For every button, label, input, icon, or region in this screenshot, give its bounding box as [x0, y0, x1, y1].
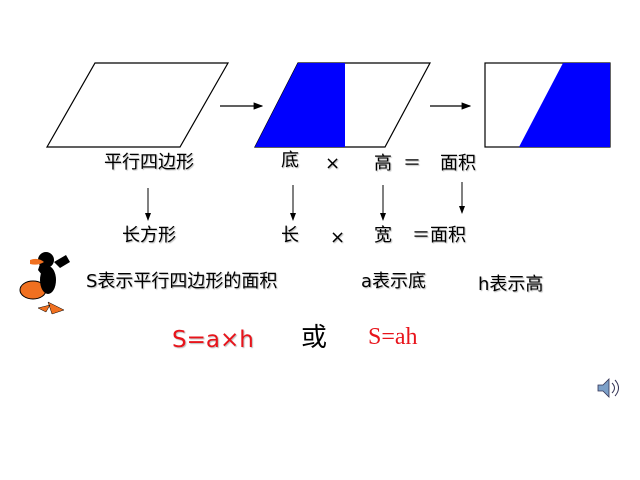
- equals-area-label: ＝面积: [412, 225, 466, 246]
- parallelogram: [45, 62, 230, 148]
- times-sign-2: ×: [330, 227, 346, 248]
- parallelogram-cut-triangle: [255, 63, 345, 147]
- times-sign: ×: [325, 153, 341, 174]
- parallelogram-label: 平行四边形: [104, 152, 194, 173]
- legend-s: S表示平行四边形的面积: [86, 271, 278, 292]
- cartoon-duck-icon: [19, 252, 70, 315]
- rectangle-label: 长方形: [122, 225, 176, 246]
- equals-sign: ＝: [403, 153, 421, 174]
- speaker-icon[interactable]: [597, 378, 619, 398]
- formula-long: S=a×h: [172, 327, 254, 353]
- rectangle-moved-triangle: [519, 63, 610, 147]
- base-label: 底: [281, 150, 299, 171]
- height-label: 高: [374, 153, 392, 174]
- legend-h: h表示高: [478, 274, 544, 295]
- legend-a: a表示底: [361, 271, 427, 292]
- formula-short: S=ah: [368, 324, 418, 350]
- area-label: 面积: [440, 153, 476, 174]
- length-label: 长: [281, 225, 299, 246]
- or-label: 或: [301, 323, 328, 352]
- width-label: 宽: [374, 225, 392, 246]
